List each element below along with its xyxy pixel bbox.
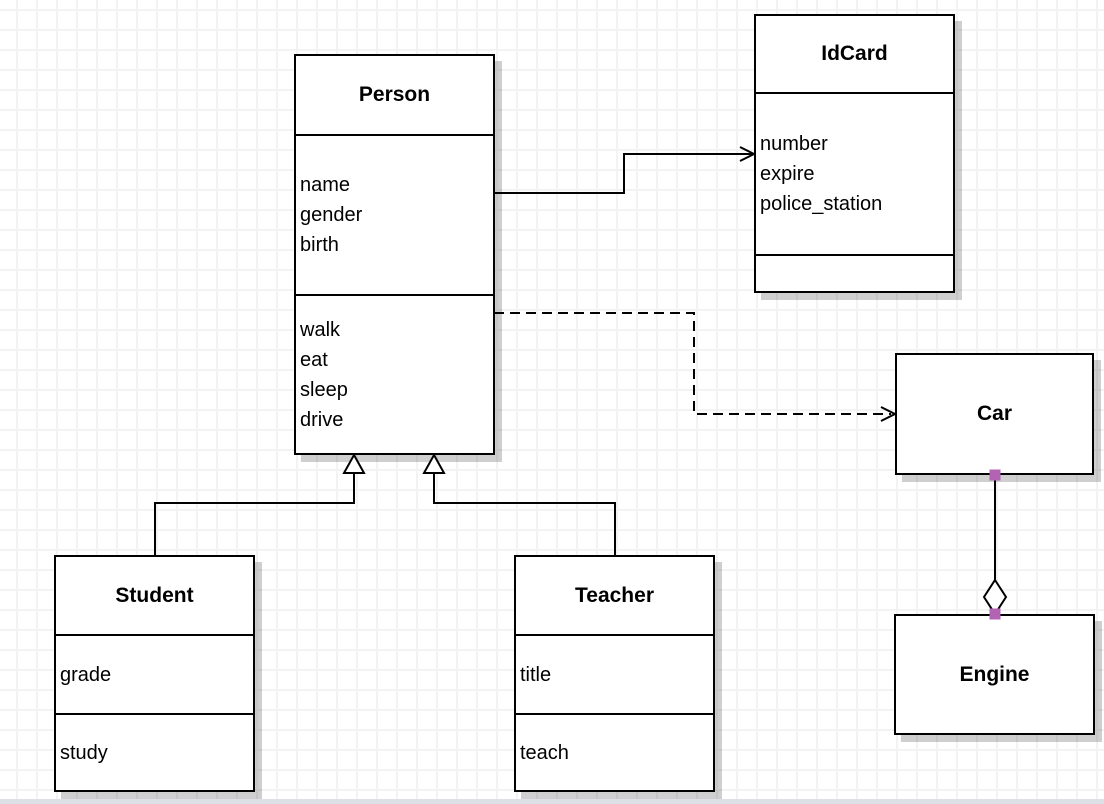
class-title-idcard: IdCard xyxy=(821,42,888,65)
method: walk xyxy=(300,318,341,341)
method: study xyxy=(60,741,108,764)
methods-section-person: walk eat sleep drive xyxy=(296,294,493,453)
method: teach xyxy=(520,741,569,764)
class-box-student[interactable]: Student grade study xyxy=(54,555,255,792)
class-box-person[interactable]: Person name gender birth walk eat sleep … xyxy=(294,54,495,455)
generalization-line-student-person[interactable] xyxy=(154,473,355,555)
methods-section-student: study xyxy=(56,713,253,790)
endpoint-handle[interactable] xyxy=(989,608,1001,620)
attribute: name xyxy=(300,174,351,196)
class-box-car[interactable]: Car xyxy=(895,353,1094,475)
class-title-car: Car xyxy=(976,402,1013,425)
attribute: police_station xyxy=(760,193,883,215)
attributes-section-student: grade xyxy=(56,634,253,713)
association-line-person-idcard[interactable] xyxy=(494,153,752,194)
class-title-person: Person xyxy=(358,83,431,106)
generalization-line-teacher-person[interactable] xyxy=(433,473,616,555)
method: sleep xyxy=(300,378,348,401)
class-box-idcard[interactable]: IdCard number expire police_station xyxy=(754,14,955,293)
class-title-teacher: Teacher xyxy=(575,583,654,607)
open-arrowhead-icon xyxy=(739,146,757,162)
attribute: number xyxy=(760,133,828,155)
dependency-line-person-car[interactable] xyxy=(494,312,891,415)
attributes-section-person: name gender birth xyxy=(296,134,493,294)
hollow-triangle-arrowhead-icon xyxy=(342,452,366,474)
class-title-engine: Engine xyxy=(959,662,1030,686)
attribute: gender xyxy=(300,204,363,226)
attribute: title xyxy=(520,663,552,686)
method: drive xyxy=(300,408,344,431)
methods-section-idcard xyxy=(756,254,953,291)
attributes-section-idcard: number expire police_station xyxy=(756,92,953,254)
attribute: expire xyxy=(760,163,815,185)
attribute: grade xyxy=(60,663,112,686)
method: eat xyxy=(300,348,328,371)
class-title-student: Student xyxy=(115,583,194,607)
class-box-engine[interactable]: Engine xyxy=(894,614,1095,735)
endpoint-handle[interactable] xyxy=(989,469,1001,481)
hollow-triangle-arrowhead-icon xyxy=(422,452,446,474)
class-box-teacher[interactable]: Teacher title teach xyxy=(514,555,715,792)
attribute: birth xyxy=(300,234,339,256)
open-arrowhead-icon xyxy=(880,406,898,422)
window-bottom-edge xyxy=(0,799,1104,804)
attributes-section-teacher: title xyxy=(516,634,713,713)
methods-section-teacher: teach xyxy=(516,713,713,790)
